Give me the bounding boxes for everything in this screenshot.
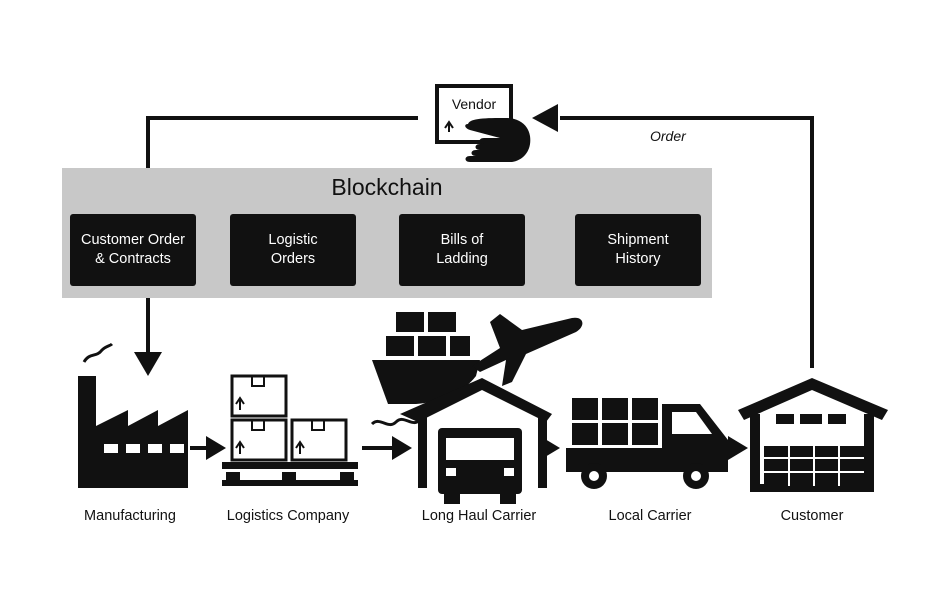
arrowhead-into-vendor <box>532 104 558 132</box>
record-bills-of-ladding: Bills of Ladding <box>399 214 525 286</box>
arrowhead-into-factory <box>134 352 162 376</box>
step-label-manufacturing: Manufacturing <box>84 508 176 524</box>
blockchain-title: Blockchain <box>331 174 443 200</box>
pallet-boxes-icon <box>222 374 358 486</box>
record-shipment-history: Shipment History <box>575 214 701 286</box>
order-label: Order <box>650 128 686 144</box>
vendor-icon <box>435 84 531 162</box>
record-label: Logistic Orders <box>268 232 318 267</box>
factory-icon <box>78 342 188 488</box>
step-label-customer: Customer <box>780 508 844 524</box>
record-logistic-orders: Logistic Orders <box>230 214 356 286</box>
record-customer-order-contracts: Customer Order & Contracts <box>70 214 196 286</box>
record-label: Bills of Ladding <box>436 232 488 267</box>
record-label: Shipment History <box>607 232 669 267</box>
customer-to-vendor-line <box>560 116 814 368</box>
ship-plane-truck-icon <box>370 312 583 504</box>
step-label-logistics-company: Logistics Company <box>226 508 350 524</box>
vendor-label: Vendor <box>451 96 497 112</box>
step-label-local-carrier: Local Carrier <box>608 508 692 524</box>
warehouse-icon <box>738 378 888 492</box>
order-flow-lines <box>146 116 814 368</box>
blockchain-panel: Blockchain Customer Order & Contracts Lo… <box>62 168 712 298</box>
delivery-truck-icon <box>566 398 728 489</box>
vendor-to-blockchain-line <box>146 116 418 168</box>
step-label-long-haul-carrier: Long Haul Carrier <box>421 508 537 524</box>
record-label: Customer Order & Contracts <box>81 232 185 267</box>
